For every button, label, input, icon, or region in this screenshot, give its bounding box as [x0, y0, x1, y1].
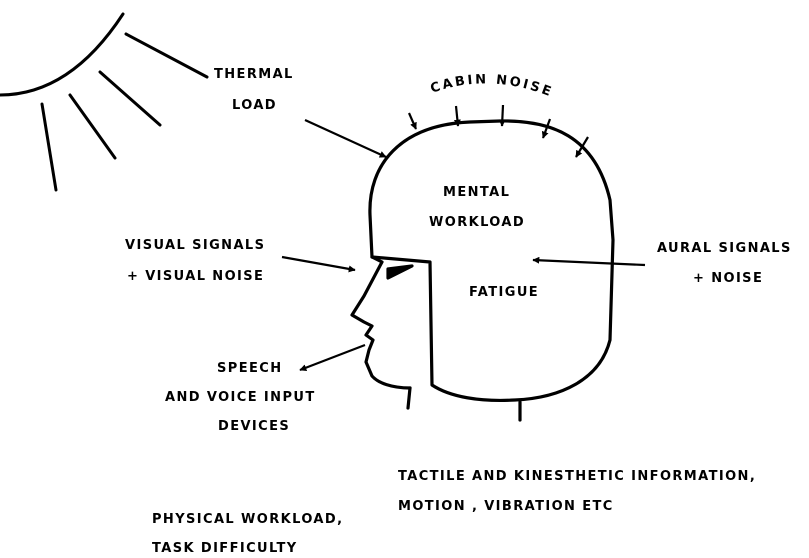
- thermal-load-label-line2: LOAD: [232, 99, 277, 112]
- cabin-arrow-1: [409, 113, 416, 129]
- tactile-label-line1: TACTILE AND KINESTHETIC INFORMATION,: [398, 470, 756, 483]
- speech-label-line2: AND VOICE INPUT: [165, 391, 316, 404]
- eye-icon: [388, 266, 412, 278]
- visual-signals-label-line1: VISUAL SIGNALS: [125, 239, 265, 252]
- aural-arrow: [533, 260, 645, 265]
- mental-workload-label-line2: WORKLOAD: [429, 216, 525, 229]
- sun-icon: [0, 14, 207, 190]
- thermal-load-label-line1: THERMAL: [214, 68, 294, 81]
- cabin-arrow-3: [502, 105, 503, 126]
- cabin-arrow-5: [576, 137, 588, 157]
- visual-signals-label-line2: + VISUAL NOISE: [127, 270, 264, 283]
- stimulus-arrows: [282, 105, 645, 370]
- aural-signals-label-line1: AURAL SIGNALS: [657, 242, 792, 255]
- visual-arrow: [282, 257, 355, 270]
- tactile-label-line2: MOTION , VIBRATION ETC: [398, 500, 614, 513]
- head-silhouette: [352, 121, 613, 420]
- aural-signals-label-line2: + NOISE: [693, 272, 763, 285]
- speech-label-line1: SPEECH: [217, 362, 282, 375]
- thermal-arrow: [305, 120, 386, 157]
- fatigue-label: FATIGUE: [469, 286, 539, 299]
- physical-workload-label-line2: TASK DIFFICULTY: [152, 542, 298, 555]
- mental-workload-label-line1: MENTAL: [443, 186, 510, 199]
- speech-label-line3: DEVICES: [218, 420, 290, 433]
- cabin-noise-label: CABIN NOISE: [429, 72, 556, 100]
- speech-arrow: [300, 345, 365, 370]
- physical-workload-label-line1: PHYSICAL WORKLOAD,: [152, 513, 343, 526]
